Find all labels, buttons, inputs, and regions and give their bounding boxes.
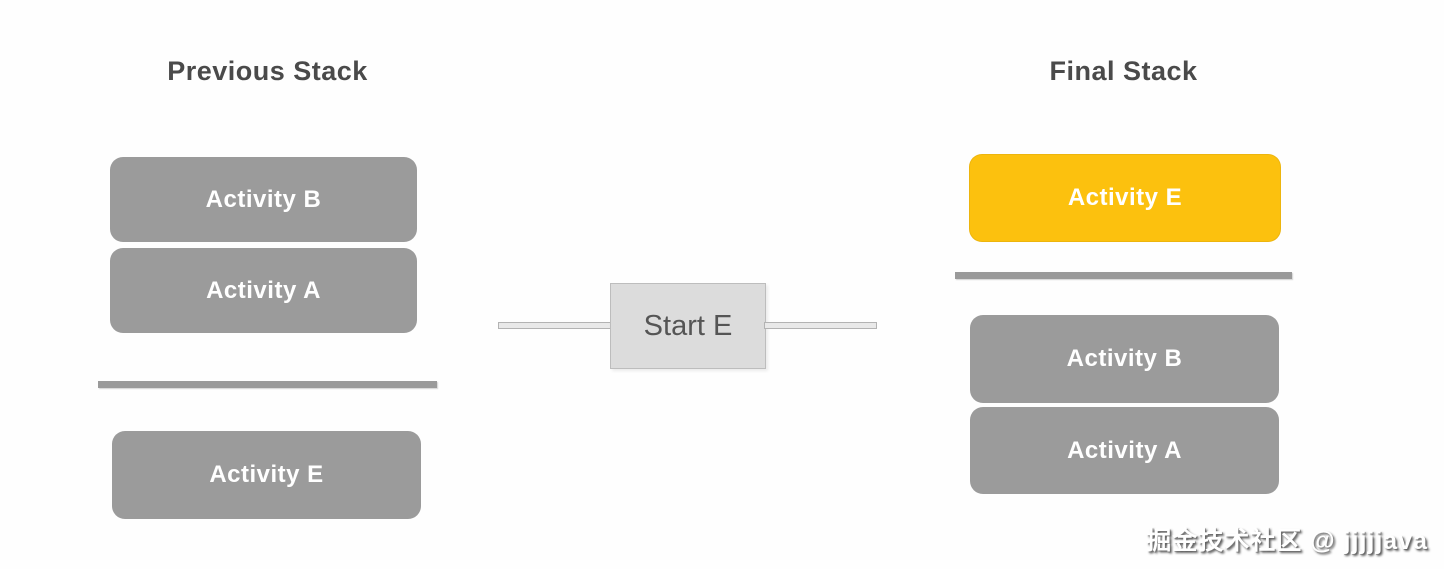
previous-stack-activity-b-box: Activity B xyxy=(110,157,417,242)
previous-stack-divider xyxy=(98,381,437,388)
final-stack-title: Final Stack xyxy=(1049,56,1198,86)
previous-stack-activity-a-box: Activity A xyxy=(110,248,417,333)
final-stack-divider xyxy=(955,272,1292,279)
connector-line-left xyxy=(498,322,612,329)
connector-line-right xyxy=(764,322,877,329)
final-stack-activity-b-box: Activity B xyxy=(970,315,1279,403)
final-stack-activity-e-box: Activity E xyxy=(969,154,1281,242)
final-stack-activity-a-box: Activity A xyxy=(970,407,1279,494)
watermark-text: 掘金技术社区 @ jjjjjava xyxy=(1146,527,1428,555)
previous-stack-activity-e-box: Activity E xyxy=(112,431,421,519)
start-e-action-box: Start E xyxy=(610,283,766,369)
previous-stack-title: Previous Stack xyxy=(167,56,368,86)
